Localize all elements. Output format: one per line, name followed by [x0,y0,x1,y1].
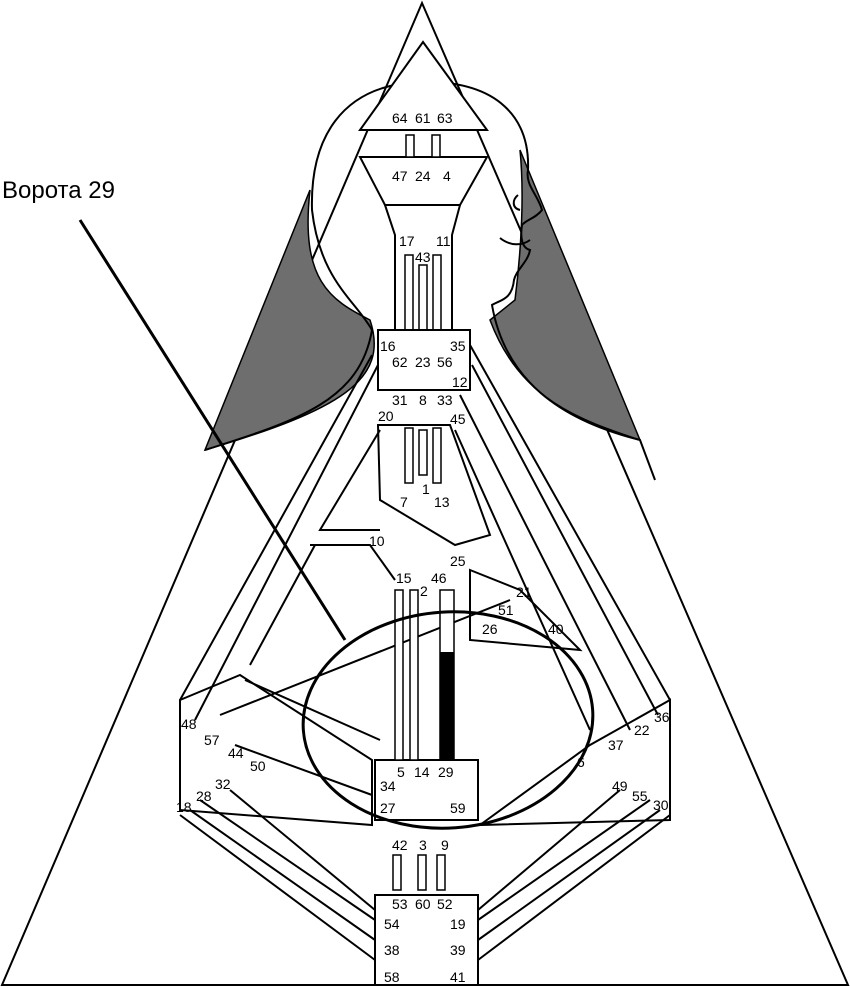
gate-label: 49 [612,778,628,794]
gate-label: 63 [437,110,453,126]
head-center [358,40,489,131]
gate-label: 45 [450,411,466,427]
gate-label: 31 [392,392,408,408]
gate-label: 4 [443,168,451,184]
gate-label: 42 [392,837,408,853]
gate-label: 24 [415,168,431,184]
gate-label: 35 [450,338,466,354]
gate-label: 16 [380,338,396,354]
gate-label: 19 [450,916,466,932]
gate-label: 39 [450,942,466,958]
channel-13-33 [432,427,442,484]
gate-label: 58 [384,969,400,985]
gate-label: 32 [215,776,231,792]
gate-label: 11 [436,233,451,249]
channel-7-31 [404,427,414,484]
channel-14-2 [409,589,419,761]
gate-label: 41 [450,969,466,985]
gate-label: 52 [437,896,453,912]
gate-label: 36 [654,709,670,725]
gate-label: 61 [415,110,431,126]
gate-label: 40 [548,621,564,637]
gate-label: 33 [437,392,453,408]
gate-label: 56 [437,354,453,370]
gate-label: 5 [397,764,405,780]
gate-label: 53 [392,896,408,912]
gate-label: 12 [452,374,468,390]
channel-head-ajna-right [431,134,441,158]
pointer-line [78,219,347,641]
channel-head-ajna-left [405,134,415,158]
gate-label: 48 [181,716,197,732]
gate-label: 43 [415,249,431,265]
channel-5-15 [394,589,404,761]
spleen-diagonals [219,544,511,796]
gate-label: 26 [482,621,498,637]
gate-label: 30 [653,797,669,813]
gate-label: 28 [196,788,212,804]
gate-label: 59 [450,800,466,816]
body-silhouette [204,80,656,481]
gate-29-ellipse [301,610,595,830]
root-center [374,894,479,986]
spleen-center [179,673,373,827]
gate-label: 47 [392,168,408,184]
gate-label: 14 [414,764,430,780]
gate-label: 2 [420,583,428,599]
gate-label: 9 [441,837,449,853]
gate-label: 10 [369,533,385,549]
channel-1-8 [418,429,428,476]
gate-label: 23 [415,354,431,370]
gate-label: 15 [396,570,412,586]
channel-3-60 [417,854,427,891]
gate-label: 13 [434,494,450,510]
gate-label: 51 [498,602,514,618]
gate-label: 18 [176,799,192,815]
gate-label: 54 [384,916,400,932]
root-right-channels [477,789,671,961]
gate-label: 50 [250,758,266,774]
channel-17-62 [404,254,414,331]
gate-label: 44 [228,745,244,761]
gate-label: 55 [632,788,648,804]
nose-mark [512,194,521,211]
gate-label: 6 [577,754,585,770]
gate-label: 25 [450,553,466,569]
channel-43-23 [418,264,428,331]
gate-label: 20 [378,408,394,424]
gate-label: 34 [380,778,396,794]
gate-label: 8 [419,392,427,408]
gate-label: 46 [431,570,447,586]
gate-label: 7 [400,494,408,510]
gate-label: 22 [634,722,650,738]
gate-label: 37 [608,737,624,753]
mouth-mark [499,237,531,246]
root-left-channels [179,789,376,961]
gate-label: 57 [204,732,220,748]
gate-label: 1 [422,481,430,497]
gate-label: 60 [415,896,431,912]
gate-label: 3 [419,837,427,853]
channel-9-52 [436,854,446,891]
gate-label: 64 [392,110,408,126]
channel-11-56 [432,254,442,331]
gate-label: 62 [392,354,408,370]
gate-29-highlight [440,652,454,760]
gate-label: 17 [399,233,415,249]
channel-42-53 [392,854,402,891]
gate-label: 38 [384,942,400,958]
gate-label: 27 [380,800,396,816]
gate-label: 21 [516,584,532,600]
caption-label: Ворота 29 [2,177,115,204]
g-center [376,424,492,547]
throat-center [377,329,471,391]
gate-label: 29 [438,764,454,780]
neck-channel [384,204,461,330]
